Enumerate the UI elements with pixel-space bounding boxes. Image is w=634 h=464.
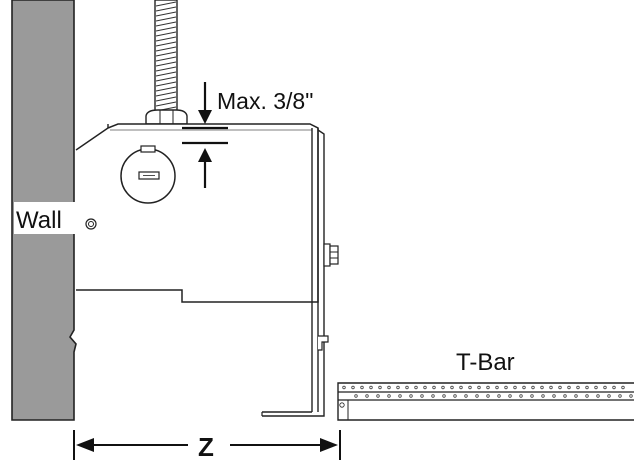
rod-thread — [155, 76, 177, 82]
tbar-perforation — [621, 385, 625, 390]
tbar-perforation — [354, 394, 358, 398]
tbar-perforation — [398, 394, 402, 398]
rod-thread — [155, 31, 177, 37]
rod-thread — [155, 6, 177, 12]
tbar-perforation — [420, 394, 424, 398]
tbar-perforation — [453, 394, 457, 398]
tbar-perforation — [459, 385, 463, 390]
rod-thread — [155, 91, 177, 97]
rod-thread — [155, 16, 177, 22]
tbar-perforation — [495, 385, 499, 390]
rod-nut — [145, 109, 188, 125]
tbar-perforation — [530, 394, 534, 398]
tbar-perforation — [396, 385, 400, 390]
tbar-perforation — [567, 385, 571, 390]
tbar-perforation — [574, 394, 578, 398]
tbar-perforation — [497, 394, 501, 398]
tbar-perforation — [603, 385, 607, 390]
tbar-perforation — [629, 394, 633, 398]
rod-thread — [155, 66, 177, 72]
rod-thread — [155, 61, 177, 67]
tbar-perforation — [585, 394, 589, 398]
tbar-perforation — [508, 394, 512, 398]
tbar-perforation — [468, 385, 472, 390]
tbar-perforation — [558, 385, 562, 390]
tbar-perforation — [531, 385, 535, 390]
tbar-perforation — [519, 394, 523, 398]
mounting-bracket — [261, 128, 325, 417]
rod-thread — [155, 71, 177, 77]
tbar-perforation — [414, 385, 418, 390]
tbar-perforation — [552, 394, 556, 398]
rod-thread — [155, 26, 177, 32]
tbar-perforation — [342, 385, 346, 390]
tbar-perforation — [540, 385, 544, 390]
housing-screw — [85, 218, 97, 230]
tbar-perforation — [475, 394, 479, 398]
rod-thread — [155, 46, 177, 52]
tbar-perforation — [431, 394, 435, 398]
tbar-perforation — [607, 394, 611, 398]
rod-thread — [155, 101, 177, 107]
rod-thread — [155, 36, 177, 42]
t-bar-label: T-Bar — [456, 349, 515, 376]
tbar-perforation — [504, 385, 508, 390]
tbar-perforation — [576, 385, 580, 390]
tbar-perforation — [585, 385, 589, 390]
max-gap-dimension — [182, 82, 228, 188]
tbar-perforation — [450, 385, 454, 390]
tbar-perforation — [405, 385, 409, 390]
tbar-perforation — [376, 394, 380, 398]
tbar-perforation — [423, 385, 427, 390]
bracket-bolt — [323, 243, 339, 267]
rod-thread — [155, 56, 177, 62]
bracket-clip — [318, 335, 329, 351]
tbar-perforation — [351, 385, 355, 390]
tbar-perforation — [486, 385, 490, 390]
tbar-perforation — [594, 385, 598, 390]
z-dimension — [73, 430, 341, 460]
knockout — [120, 145, 176, 204]
tbar-perforation — [549, 385, 553, 390]
wall-label: Wall — [16, 207, 62, 234]
fixture-housing — [75, 123, 319, 303]
tbar-perforation — [360, 385, 364, 390]
rod-thread — [155, 21, 177, 27]
wall-label-bg — [14, 202, 76, 234]
tbar-perforation — [522, 385, 526, 390]
tbar-perforation — [365, 394, 369, 398]
tbar-perforation — [442, 394, 446, 398]
tbar-perforation — [596, 394, 600, 398]
tbar-perforation — [513, 385, 517, 390]
t-bar — [337, 382, 634, 421]
tbar-perforation — [387, 385, 391, 390]
rod-thread — [155, 1, 177, 7]
tbar-perforation — [369, 385, 373, 390]
rod-thread — [155, 96, 177, 102]
z-label: Z — [198, 432, 214, 462]
rod-thread — [155, 51, 177, 57]
tbar-perforation — [563, 394, 567, 398]
tbar-perforation — [432, 385, 436, 390]
tbar-perforation — [441, 385, 445, 390]
tbar-perforation — [464, 394, 468, 398]
tbar-perforation — [378, 385, 382, 390]
threaded-rod — [154, 0, 178, 119]
rod-thread — [155, 41, 177, 47]
rod-thread — [155, 81, 177, 87]
rod-thread — [155, 86, 177, 92]
tbar-perforation — [618, 394, 622, 398]
rod-thread — [155, 11, 177, 17]
tbar-perforation — [477, 385, 481, 390]
tbar-perforation — [409, 394, 413, 398]
tbar-perforation — [387, 394, 391, 398]
max-gap-label: Max. 3/8" — [217, 88, 313, 114]
tbar-perforation — [486, 394, 490, 398]
tbar-perforation — [541, 394, 545, 398]
tbar-perforation — [612, 385, 616, 390]
